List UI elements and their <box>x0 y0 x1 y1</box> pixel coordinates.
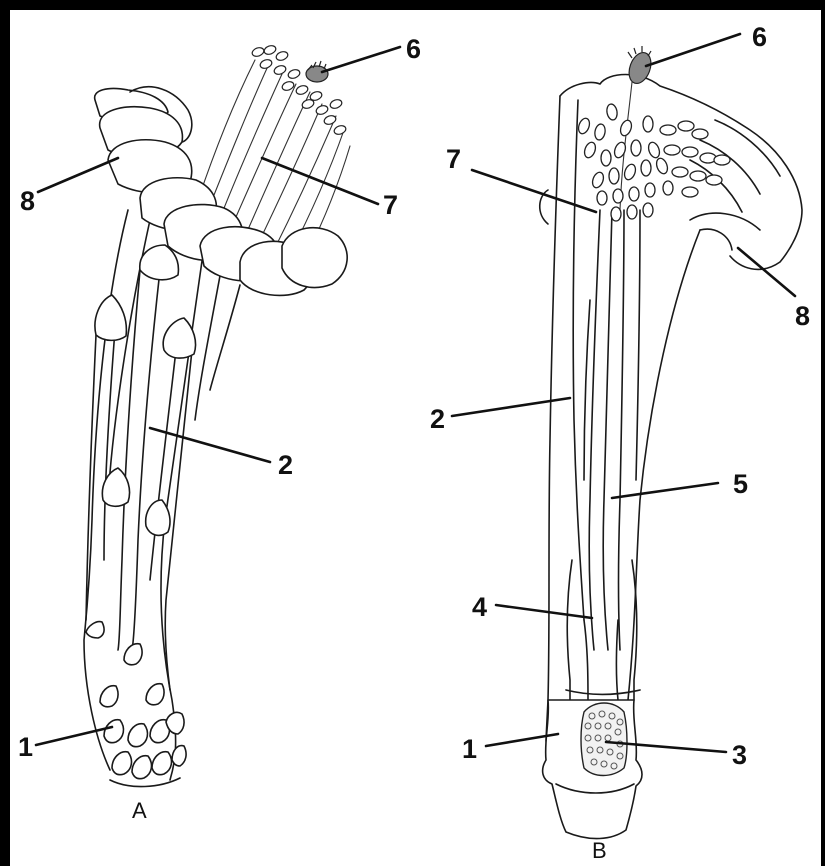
b-label-7: 7 <box>446 144 461 174</box>
a-leader-1 <box>36 727 112 745</box>
a-tube-right-c <box>210 285 240 390</box>
a-leader-2 <box>150 428 270 462</box>
figure-b: 6 7 8 2 5 4 1 3 B <box>430 22 810 863</box>
b-leader-5 <box>612 483 718 498</box>
b-leader-6 <box>646 34 740 66</box>
b-leader-4 <box>496 605 592 618</box>
b-petal-fold-2 <box>690 213 760 230</box>
a-base-bracts <box>86 622 186 787</box>
a-tube-mid-b <box>132 270 160 650</box>
a-label-8: 8 <box>20 186 35 216</box>
b-inner-tube-4 <box>619 210 625 650</box>
a-label-6: 6 <box>406 34 421 64</box>
a-tube-right-b <box>195 265 222 420</box>
a-leader-7 <box>262 158 378 204</box>
b-label-8: 8 <box>795 301 810 331</box>
b-inner-tube-6 <box>584 300 590 480</box>
b-inner-tube-3 <box>603 210 612 650</box>
b-label-5: 5 <box>733 469 748 499</box>
b-label-6: 6 <box>752 22 767 52</box>
a-corolla-lobes <box>95 87 348 296</box>
b-inner-tube-5 <box>636 210 640 480</box>
a-leader-6 <box>322 47 400 72</box>
a-bract-5 <box>146 500 170 535</box>
a-label-1: 1 <box>18 732 33 762</box>
b-leader-7 <box>472 170 596 212</box>
a-bract-1 <box>95 295 126 340</box>
b-inner-tube-2 <box>589 210 600 650</box>
b-label-2: 2 <box>430 404 445 434</box>
b-petal-fold-3 <box>700 229 732 250</box>
a-label-2: 2 <box>278 450 293 480</box>
a-leader-8 <box>38 158 118 192</box>
b-label-3: 3 <box>732 740 747 770</box>
a-tube-mid-left <box>86 335 96 620</box>
b-pollen-grains <box>577 103 730 221</box>
b-inner-tube-1 <box>573 100 584 620</box>
b-ovary <box>581 703 627 776</box>
a-caption: A <box>132 798 147 823</box>
b-caption: B <box>592 838 607 863</box>
b-neck <box>584 620 618 700</box>
figure-a: 8 7 6 2 1 A <box>18 34 421 823</box>
a-label-7: 7 <box>383 190 398 220</box>
b-label-4: 4 <box>472 592 487 622</box>
b-leader-2 <box>452 398 570 416</box>
a-bract-3 <box>163 318 195 358</box>
b-leader-8 <box>738 248 795 296</box>
b-label-1: 1 <box>462 734 477 764</box>
